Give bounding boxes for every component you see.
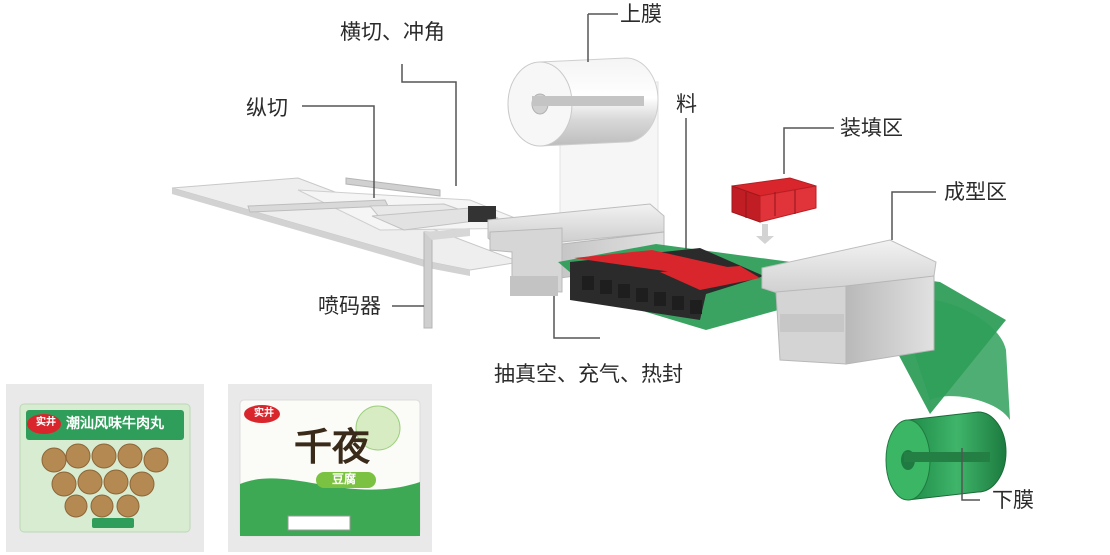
sealing-machine: [487, 203, 665, 296]
filling-block: [731, 177, 817, 244]
meatball-package-art: [19, 403, 191, 533]
label-vacuum-gas-seal: 抽真空、充气、热封: [494, 362, 683, 386]
label-forming-zone: 成型区: [944, 180, 1007, 204]
product-photo-tofu: 实井 千夜 豆腐: [228, 384, 432, 552]
cross-cut-unit: [371, 206, 499, 231]
tofu-name-sub: 豆腐: [332, 472, 357, 486]
tofu-package-art: [239, 399, 421, 537]
label-cross-cut: 横切、冲角: [340, 20, 445, 44]
lower-film-roll: [885, 411, 1007, 501]
feed-platform: [171, 177, 541, 276]
tofu-brand: 实井: [254, 408, 274, 419]
label-lower-film: 下膜: [992, 488, 1034, 512]
label-material: 料: [676, 92, 697, 116]
label-slitting: 纵切: [246, 96, 288, 120]
label-filling-zone: 装填区: [840, 116, 903, 140]
leader-lines: [302, 13, 980, 501]
product-trays: [570, 248, 764, 320]
meatball-brand: 实井: [36, 417, 56, 428]
label-upper-film: 上膜: [620, 2, 662, 26]
forming-machine: [761, 239, 937, 365]
tofu-name-large: 千夜: [294, 424, 371, 469]
meatball-product-name: 潮汕风味牛肉丸: [66, 416, 164, 432]
product-photo-meatballs: 实井 潮汕风味牛肉丸: [6, 384, 204, 552]
inkjet-coder-post: [423, 228, 470, 329]
label-inkjet-coder: 喷码器: [318, 294, 381, 318]
